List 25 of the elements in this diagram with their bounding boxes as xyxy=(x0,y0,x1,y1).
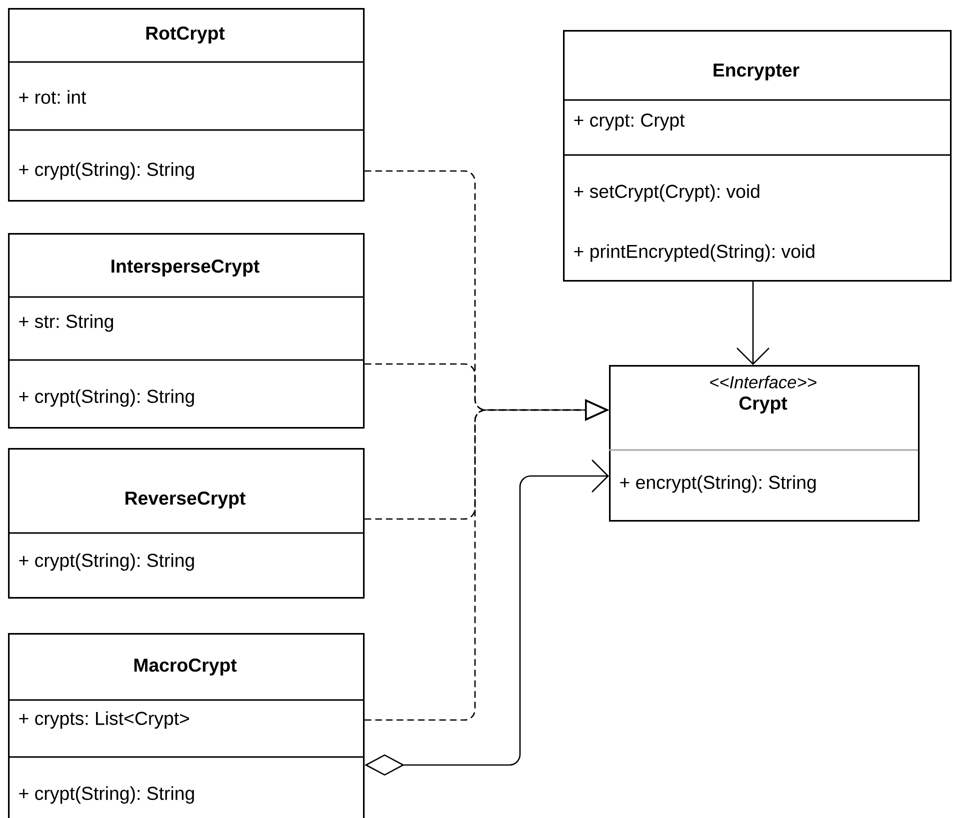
member-text: + crypt(String): String xyxy=(19,389,194,407)
member-text: + crypt(String): String xyxy=(19,553,194,571)
member-text: + crypts: List<Crypt> xyxy=(19,711,190,729)
class-box xyxy=(8,448,365,599)
class-name: Encrypter xyxy=(714,64,800,80)
member-text: + str: String xyxy=(19,314,114,332)
member-text: + encrypt(String): String xyxy=(620,475,816,493)
member-text: + rot: int xyxy=(19,90,86,104)
class-name: IntersperseCrypt xyxy=(112,260,260,276)
stereotype-text: <<Interface>> xyxy=(710,376,816,388)
class-name: RotCrypt xyxy=(146,26,225,44)
member-text: + setCrypt(Crypt): void xyxy=(574,184,760,202)
class-name: ReverseCrypt xyxy=(126,492,246,508)
member-text: + crypt(String): String xyxy=(19,786,194,804)
member-text: + crypt(String): String xyxy=(19,162,194,180)
class-box xyxy=(563,30,952,282)
class-box xyxy=(8,633,365,818)
class-name: MacroCrypt xyxy=(134,658,237,676)
member-text: + printEncrypted(String): void xyxy=(574,244,814,262)
association-arrow xyxy=(736,282,770,365)
member-text: + crypt: Crypt xyxy=(574,114,685,130)
class-box xyxy=(609,365,920,522)
class-box xyxy=(8,8,365,202)
class-box xyxy=(8,233,365,429)
class-name: Crypt xyxy=(739,396,788,414)
